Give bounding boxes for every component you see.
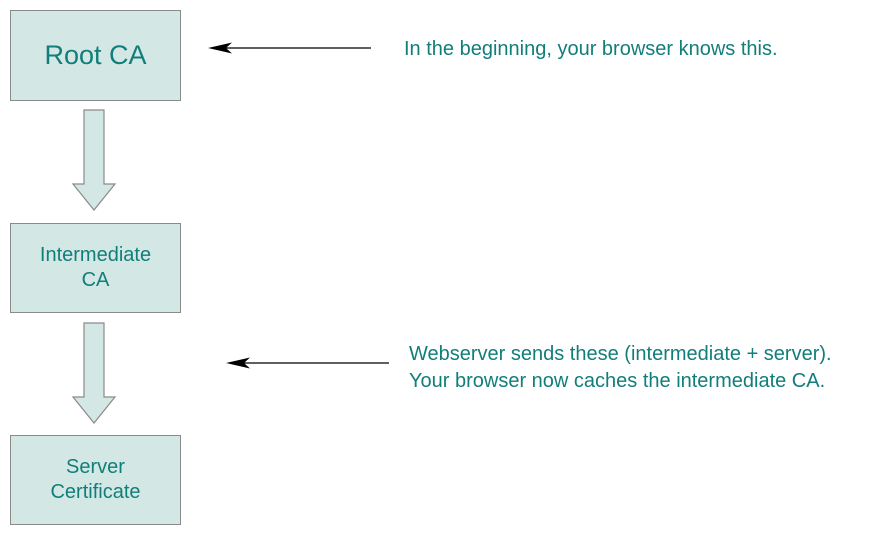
- server-certificate-box: Server Certificate: [10, 435, 181, 525]
- pointer-arrowhead-2: [226, 357, 250, 369]
- webserver-sends-line-1: Webserver sends these (intermediate + se…: [409, 343, 832, 365]
- webserver-sends-line-2: Your browser now caches the intermediate…: [409, 370, 826, 392]
- down-arrow-root-to-intermediate: [71, 109, 117, 211]
- webserver-sends-note: Webserver sends these (intermediate + se…: [409, 341, 832, 395]
- intermediate-ca-label: Intermediate CA: [39, 244, 152, 291]
- down-arrow-intermediate-to-server: [71, 322, 117, 424]
- browser-knows-text: In the beginning, your browser knows thi…: [404, 38, 778, 60]
- browser-knows-note: In the beginning, your browser knows thi…: [404, 36, 778, 63]
- intermediate-ca-box: Intermediate CA: [10, 223, 181, 313]
- server-certificate-label: Server Certificate: [50, 456, 141, 503]
- pointer-arrowhead-1: [208, 42, 232, 54]
- root-ca-label: Root CA: [44, 39, 147, 70]
- root-ca-box: Root CA: [10, 10, 181, 101]
